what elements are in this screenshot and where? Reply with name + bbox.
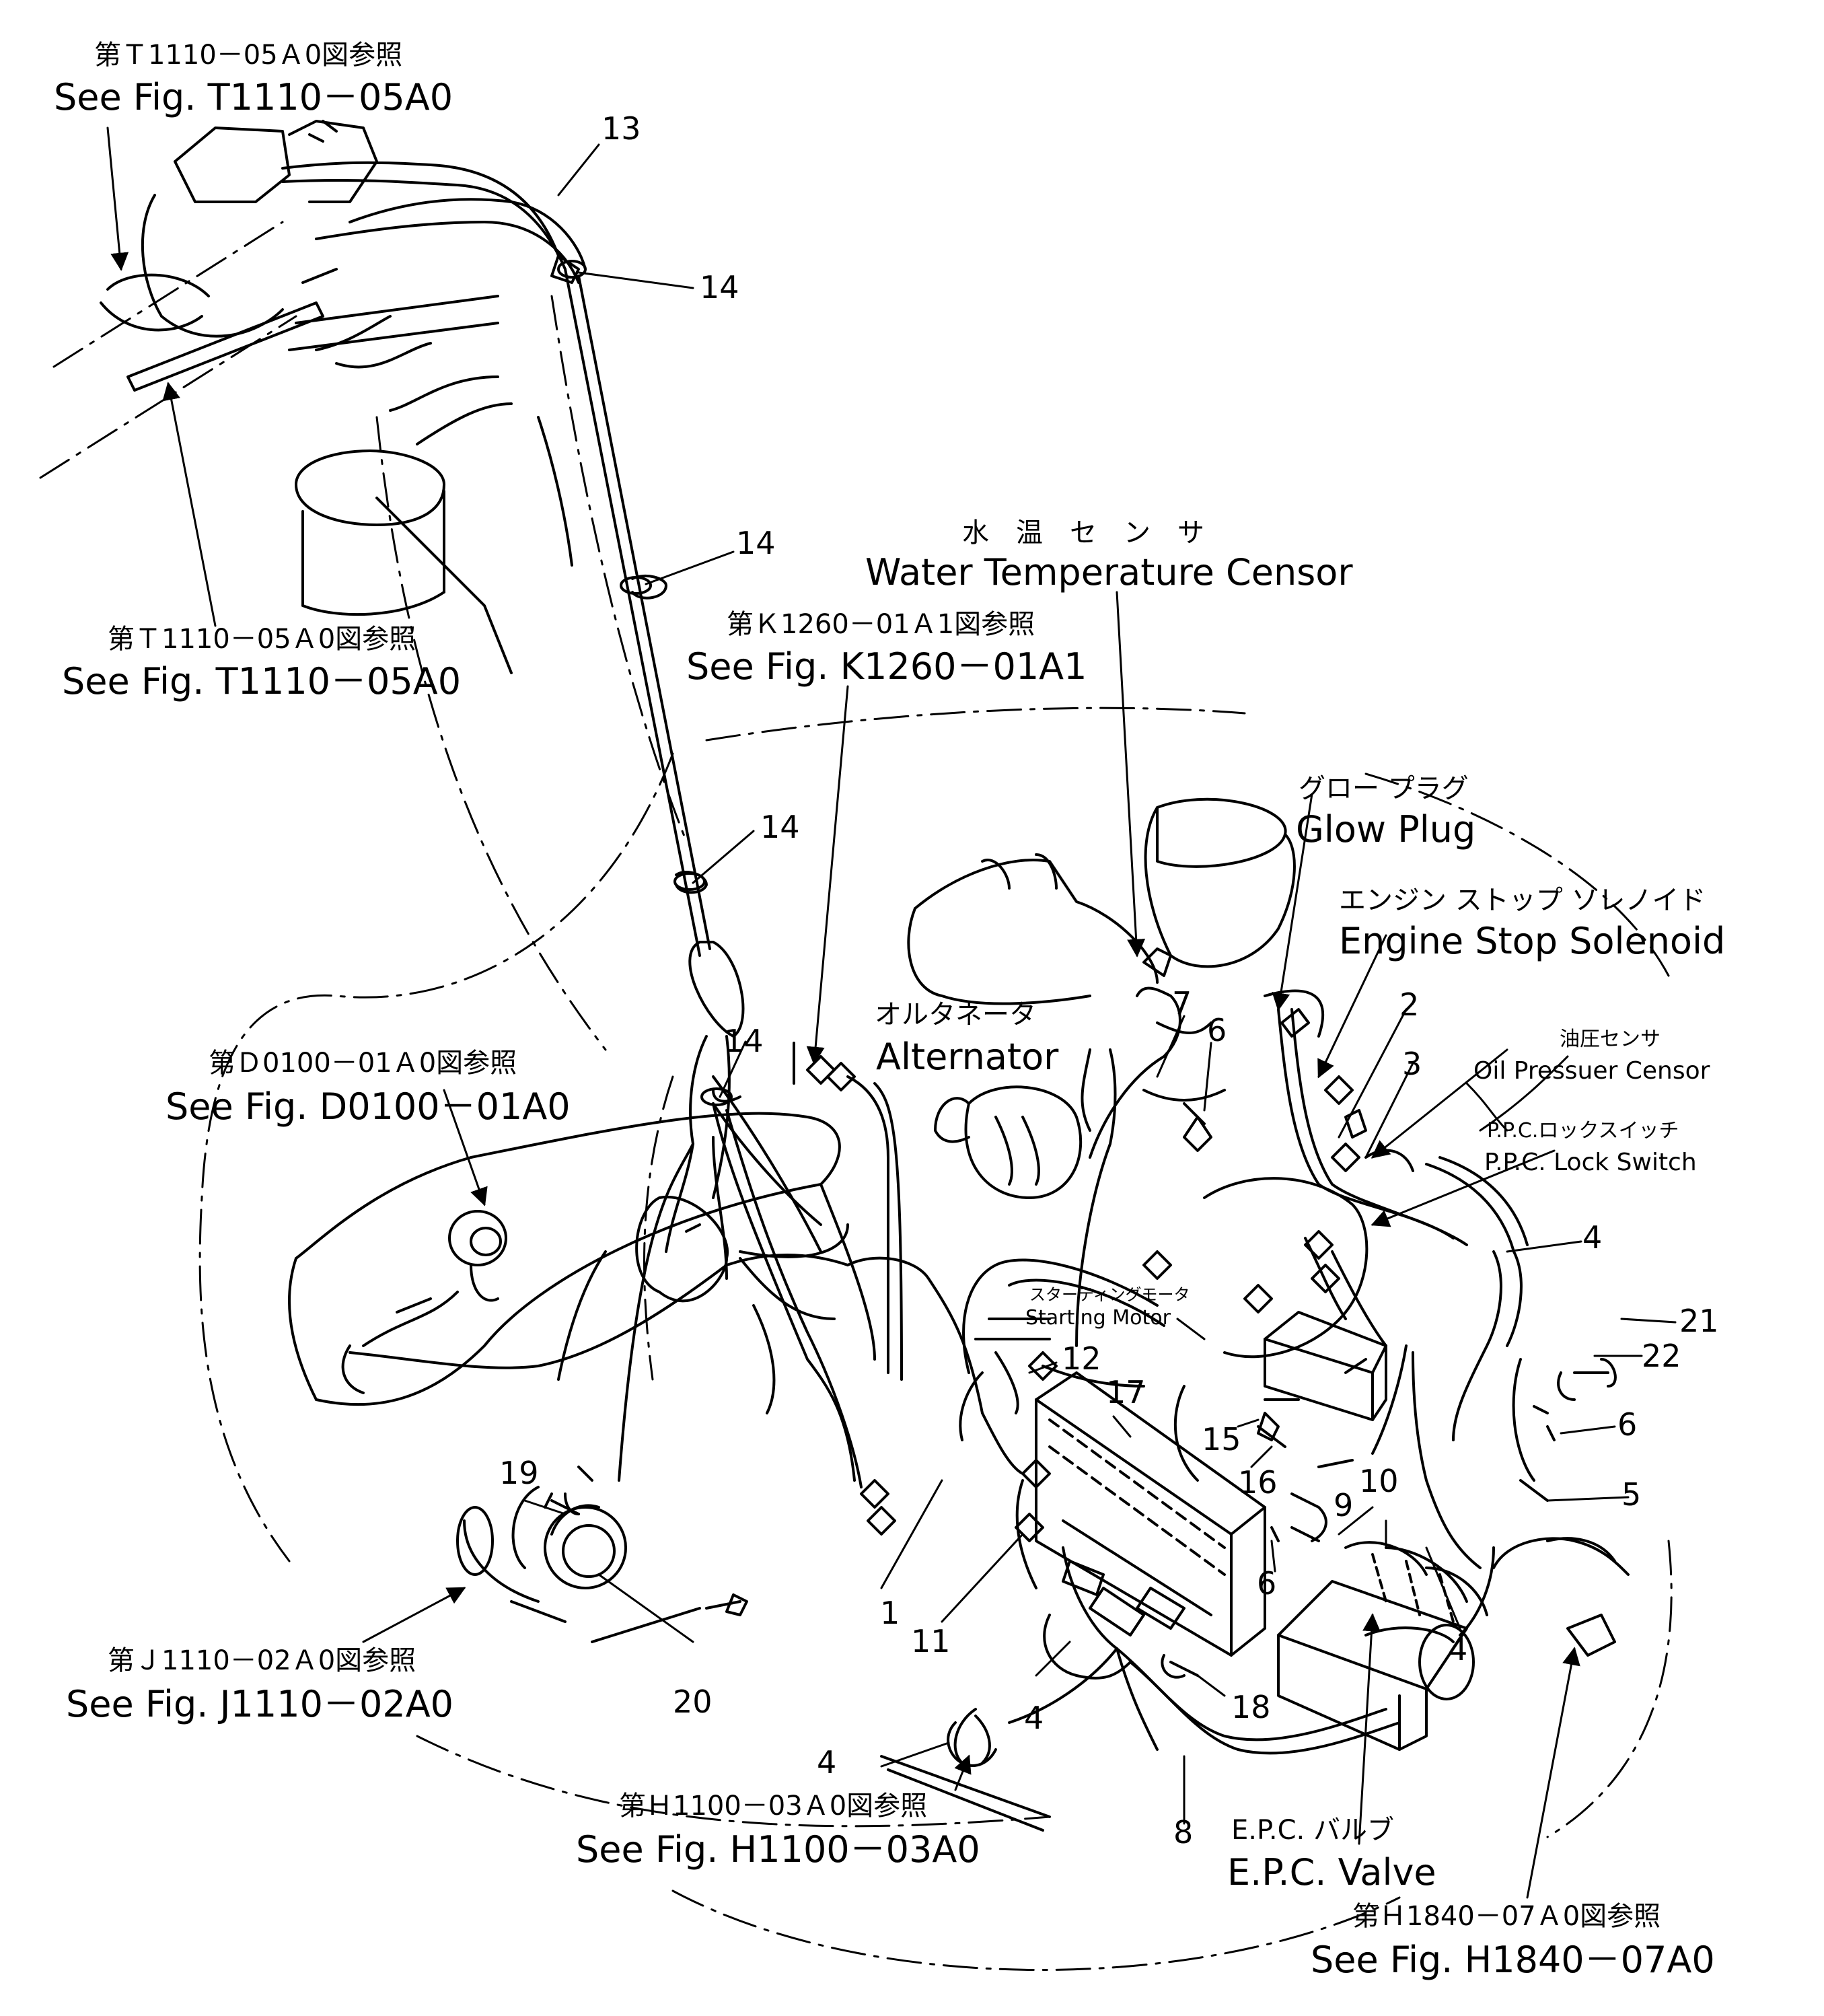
- upper-harness: [281, 120, 863, 1488]
- ref-j1110-jp: 第Ｊ1110－02Ａ0図参照: [108, 1645, 416, 1676]
- ppc-lock-label-jp: P.P.C.ロックスイッチ: [1487, 1119, 1679, 1143]
- ref-k1260-jp: 第Ｋ1260－01Ａ1図参照: [727, 609, 1035, 640]
- controller-box: [1035, 1371, 1266, 1657]
- glow-plug-label-en: Glow Plug: [1296, 808, 1476, 851]
- alternator-label-en: Alternator: [876, 1036, 1059, 1078]
- sensors: [793, 947, 1414, 1542]
- part-number: 14: [724, 1023, 764, 1059]
- reference-arrows: [106, 127, 1580, 1899]
- part-number: 2: [1399, 986, 1420, 1023]
- intake-assembly: [100, 120, 573, 674]
- lower-harness: [880, 1479, 1630, 1832]
- epc-valve-label-en: E.P.C. Valve: [1227, 1851, 1436, 1894]
- part-number: 12: [1062, 1340, 1101, 1377]
- horn-component: [456, 1466, 701, 1643]
- engine-stop-label-jp: エンジン ストップ ソレノイド: [1339, 885, 1706, 916]
- part-number: 4: [1024, 1700, 1044, 1736]
- part-number: 13: [601, 110, 641, 147]
- epc-valve: [1277, 1541, 1488, 1751]
- ref-t1110-top-en: See Fig. T1110－05A0: [54, 76, 453, 118]
- part-number: 5: [1621, 1476, 1642, 1513]
- part-number: 20: [673, 1684, 713, 1720]
- ref-t1110-mid-en: See Fig. T1110－05A0: [62, 660, 462, 703]
- part-number: 14: [700, 269, 739, 305]
- part-number: 6: [1617, 1406, 1638, 1443]
- part-number: 21: [1679, 1303, 1719, 1339]
- part-number: 14: [736, 525, 776, 561]
- glow-plug-label-jp: グロー プラグ: [1299, 773, 1469, 804]
- part-number: 6: [1207, 1012, 1227, 1048]
- epc-valve-label-jp: E.P.C. バルブ: [1231, 1815, 1394, 1846]
- clamps: [557, 260, 733, 1106]
- part-number: 8: [1173, 1814, 1194, 1850]
- ref-h1100-jp: 第Ｈ1100－03Ａ0図参照: [619, 1791, 928, 1822]
- part-number: 11: [911, 1623, 951, 1659]
- bolt-20: [705, 1593, 748, 1616]
- starting-motor-label-jp: スターティングモータ: [1029, 1285, 1190, 1304]
- part-number: 10: [1359, 1463, 1399, 1499]
- ref-d0100-en: See Fig. D0100－01A0: [166, 1085, 571, 1128]
- ref-t1110-mid-jp: 第Ｔ1110－05Ａ0図参照: [108, 624, 416, 655]
- left-harness: [341, 1254, 1024, 1475]
- ref-h1840-jp: 第Ｈ1840－07Ａ0図参照: [1352, 1901, 1661, 1932]
- ref-t1110-top-jp: 第Ｔ1110－05Ａ0図参照: [94, 40, 403, 71]
- part-number: 6: [1257, 1565, 1277, 1601]
- engine-stop-label-en: Engine Stop Solenoid: [1339, 920, 1726, 962]
- part-number: 16: [1238, 1464, 1278, 1501]
- water-temp-label-jp: 水 温 セ ン サ: [962, 517, 1204, 548]
- ppc-lock-label-en: P.P.C. Lock Switch: [1484, 1149, 1697, 1176]
- d0100-component: [448, 1210, 507, 1302]
- arm-and-tank: [288, 1112, 876, 1406]
- part-number: 1: [880, 1595, 900, 1631]
- part-number: 19: [499, 1455, 539, 1491]
- part-number: 18: [1231, 1689, 1271, 1725]
- ref-h1100-en: See Fig. H1100－03A0: [576, 1828, 980, 1871]
- ref-j1110-en: See Fig. J1110－02A0: [66, 1683, 453, 1725]
- starting-motor-label-en: Starting Motor: [1025, 1306, 1171, 1330]
- part-number: 3: [1402, 1046, 1422, 1082]
- part-number: 17: [1106, 1374, 1146, 1410]
- ref-k1260-en: See Fig. K1260－01A1: [686, 645, 1087, 688]
- engine-harness: [959, 986, 1529, 1569]
- leader-lines: [523, 143, 1677, 1825]
- part-number: 15: [1202, 1421, 1241, 1457]
- part-number: 7: [1172, 985, 1192, 1021]
- ref-d0100-jp: 第Ｄ0100－01Ａ0図参照: [209, 1048, 517, 1079]
- ref-h1840-en: See Fig. H1840－07A0: [1311, 1939, 1715, 1981]
- part-number: 4: [1448, 1631, 1468, 1667]
- part-number: 14: [760, 809, 800, 845]
- fasteners: [1161, 1102, 1617, 1679]
- water-temp-label-en: Water Temperature Censor: [865, 551, 1353, 593]
- oil-pressure-label-jp: 油圧センサ: [1560, 1028, 1661, 1051]
- part-number: 22: [1642, 1338, 1681, 1374]
- part-number: 4: [817, 1744, 837, 1780]
- part-number: 4: [1582, 1219, 1603, 1256]
- alternator-label-jp: オルタネータ: [875, 999, 1036, 1030]
- oil-pressure-label-en: Oil Pressuer Censor: [1473, 1057, 1710, 1085]
- part-number: 9: [1334, 1487, 1354, 1523]
